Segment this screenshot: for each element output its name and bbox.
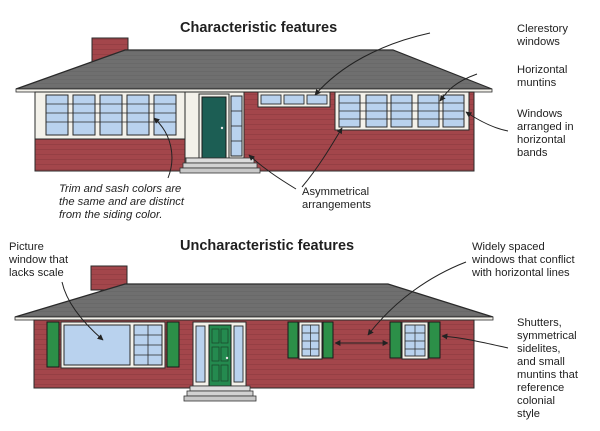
shutter <box>389 321 402 359</box>
callout-picture-window: Picture window that lacks scale <box>9 241 69 279</box>
roof <box>15 49 493 90</box>
leader-shutters <box>441 333 509 349</box>
heading-characteristic: Characteristic features <box>180 20 338 36</box>
clerestory-windows <box>257 91 331 108</box>
leader-spaced <box>367 261 467 336</box>
leader-muntins <box>439 73 478 102</box>
sidelite-left <box>195 325 206 383</box>
sidelite-right <box>233 325 244 383</box>
leader-clerestory <box>314 32 431 96</box>
left-window-band <box>34 91 186 140</box>
front-steps <box>183 385 257 402</box>
leader-picture <box>61 281 104 341</box>
leader-bands <box>465 111 509 132</box>
callout-widely-spaced-windows: Widely spaced windows that conflict with… <box>472 241 575 279</box>
leader-asym-a <box>248 154 297 190</box>
right-window-band <box>334 91 470 131</box>
top-leader-lines <box>153 32 509 190</box>
leader-asym-b <box>301 127 343 188</box>
roof <box>14 283 494 318</box>
uncharacteristic-house <box>14 265 494 402</box>
callout-shutters-sidelites: Shutters, symmetrical sidelites, and sma… <box>517 317 578 420</box>
front-steps <box>179 157 261 174</box>
callout-horizontal-bands: Windows arranged in horizontal bands <box>517 108 574 159</box>
callout-horizontal-muntins: Horizontal muntins <box>517 64 568 89</box>
shutter <box>428 321 441 359</box>
shutter <box>46 321 60 368</box>
shuttered-window-center <box>287 321 334 360</box>
leader-trim <box>153 117 173 179</box>
entry-with-sidelites <box>192 321 247 387</box>
callout-asymmetrical-arrangements: Asymmetrical arrangements <box>302 186 372 211</box>
bottom-leader-lines <box>61 261 509 349</box>
picture-window <box>46 321 180 369</box>
callout-trim-sash-colors: Trim and sash colors are the same and ar… <box>59 183 184 221</box>
shuttered-window-right <box>389 321 441 360</box>
callout-clerestory-windows: Clerestory windows <box>517 23 568 48</box>
heading-uncharacteristic: Uncharacteristic features <box>180 238 355 254</box>
shutter <box>287 321 299 359</box>
shutter <box>322 321 334 359</box>
characteristic-house <box>15 37 493 174</box>
shutter <box>166 321 180 368</box>
